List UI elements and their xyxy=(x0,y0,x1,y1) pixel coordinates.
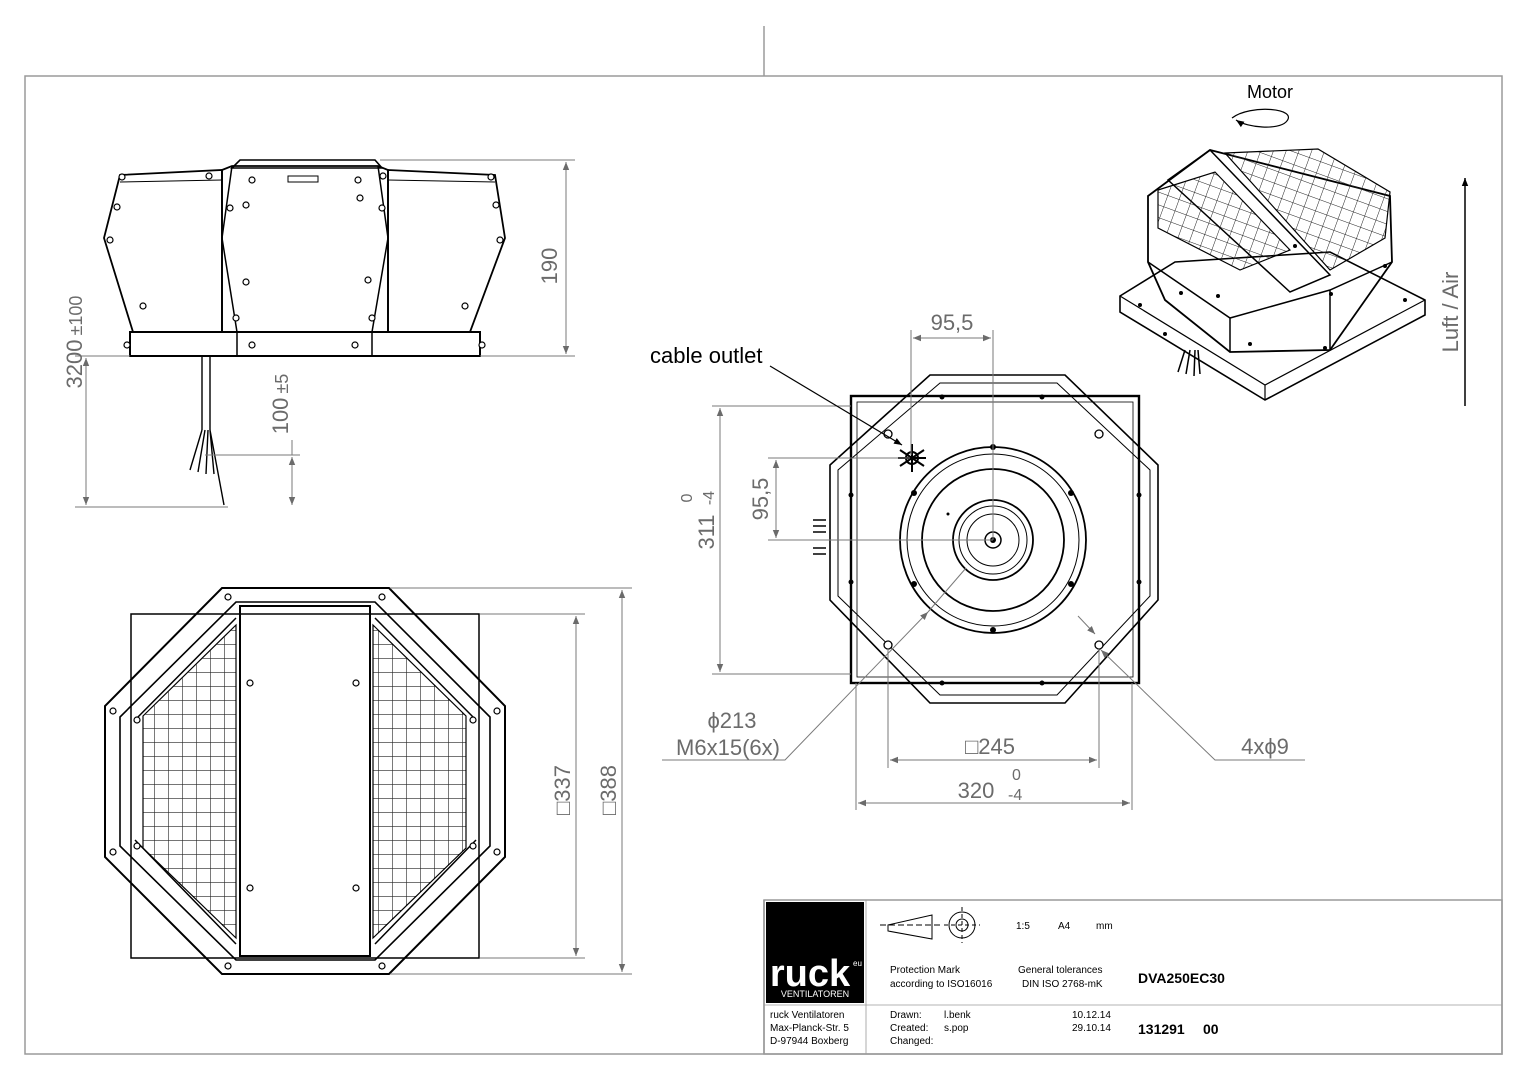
svg-text:29.10.14: 29.10.14 xyxy=(1072,1023,1111,1034)
isometric-view: Motor Luft / Air xyxy=(1119,82,1469,406)
svg-text:DIN ISO 2768-mK: DIN ISO 2768-mK xyxy=(1022,979,1103,990)
bottom-view xyxy=(813,374,1159,704)
svg-text:ruck Ventilatoren: ruck Ventilatoren xyxy=(770,1010,845,1021)
ruck-logo xyxy=(766,902,864,1003)
airflow-label: Luft / Air xyxy=(1438,272,1463,353)
svg-text:Changed:: Changed: xyxy=(890,1036,933,1047)
svg-text:0: 0 xyxy=(679,493,696,502)
cable-outlet-label: cable outlet xyxy=(650,343,763,368)
units: mm xyxy=(1096,921,1113,932)
revision: 00 xyxy=(1203,1021,1219,1037)
svg-text:s.pop: s.pop xyxy=(944,1023,969,1034)
svg-text:VENTILATOREN: VENTILATOREN xyxy=(781,989,849,999)
side-view-dimensions: 190 3200±100 100±5 xyxy=(62,159,575,508)
svg-text:Max-Planck-Str. 5: Max-Planck-Str. 5 xyxy=(770,1023,849,1034)
dim-388: □388 xyxy=(596,765,621,815)
top-view xyxy=(104,587,506,975)
dim-320: 320 xyxy=(958,778,995,803)
dim-213: ϕ213 xyxy=(707,708,756,733)
part-number: 131291 xyxy=(1138,1021,1185,1037)
svg-text:Created:: Created: xyxy=(890,1023,928,1034)
svg-text:D-97944 Boxberg: D-97944 Boxberg xyxy=(770,1036,848,1047)
svg-text:Drawn:: Drawn: xyxy=(890,1010,922,1021)
svg-text:-4: -4 xyxy=(1008,787,1022,804)
dim-3200: 3200±100 xyxy=(62,296,87,389)
dim-245: □245 xyxy=(965,734,1015,759)
model-name: DVA250EC30 xyxy=(1138,970,1225,986)
projection-symbol-icon xyxy=(880,907,980,943)
svg-text:according to ISO16016: according to ISO16016 xyxy=(890,979,993,990)
dim-screws: M6x15(6x) xyxy=(676,735,780,760)
dim-95-5-h: 95,5 xyxy=(931,310,974,335)
svg-text:10.12.14: 10.12.14 xyxy=(1072,1010,1111,1021)
svg-text:General tolerances: General tolerances xyxy=(1018,965,1103,976)
svg-text:ruck: ruck xyxy=(770,953,851,995)
side-view xyxy=(103,159,506,506)
bottom-view-dimensions: 95,5 95,5 311 -4 0 □245 320 -4 0 ϕ213 M6… xyxy=(650,310,1305,810)
dim-337: □337 xyxy=(550,765,575,815)
dim-311: 311 xyxy=(694,514,719,549)
svg-text:0: 0 xyxy=(1012,767,1021,784)
dim-holes: 4xϕ9 xyxy=(1241,734,1289,759)
top-view-dimensions: □337 □388 xyxy=(390,587,632,975)
motor-label: Motor xyxy=(1247,82,1293,102)
svg-text:l.benk: l.benk xyxy=(944,1010,972,1021)
scale-value: 1:5 xyxy=(1016,921,1030,932)
dim-95-5-v: 95,5 xyxy=(748,478,773,521)
svg-text:-4: -4 xyxy=(701,491,718,505)
dim-190: 190 xyxy=(537,248,562,285)
paper-size: A4 xyxy=(1058,921,1071,932)
svg-text:eu: eu xyxy=(853,959,862,968)
dim-100: 100±5 xyxy=(268,374,293,435)
title-block: ruck eu VENTILATOREN 1:5 A4 mm Protectio… xyxy=(763,899,1503,1055)
svg-text:Protection Mark: Protection Mark xyxy=(890,965,961,976)
